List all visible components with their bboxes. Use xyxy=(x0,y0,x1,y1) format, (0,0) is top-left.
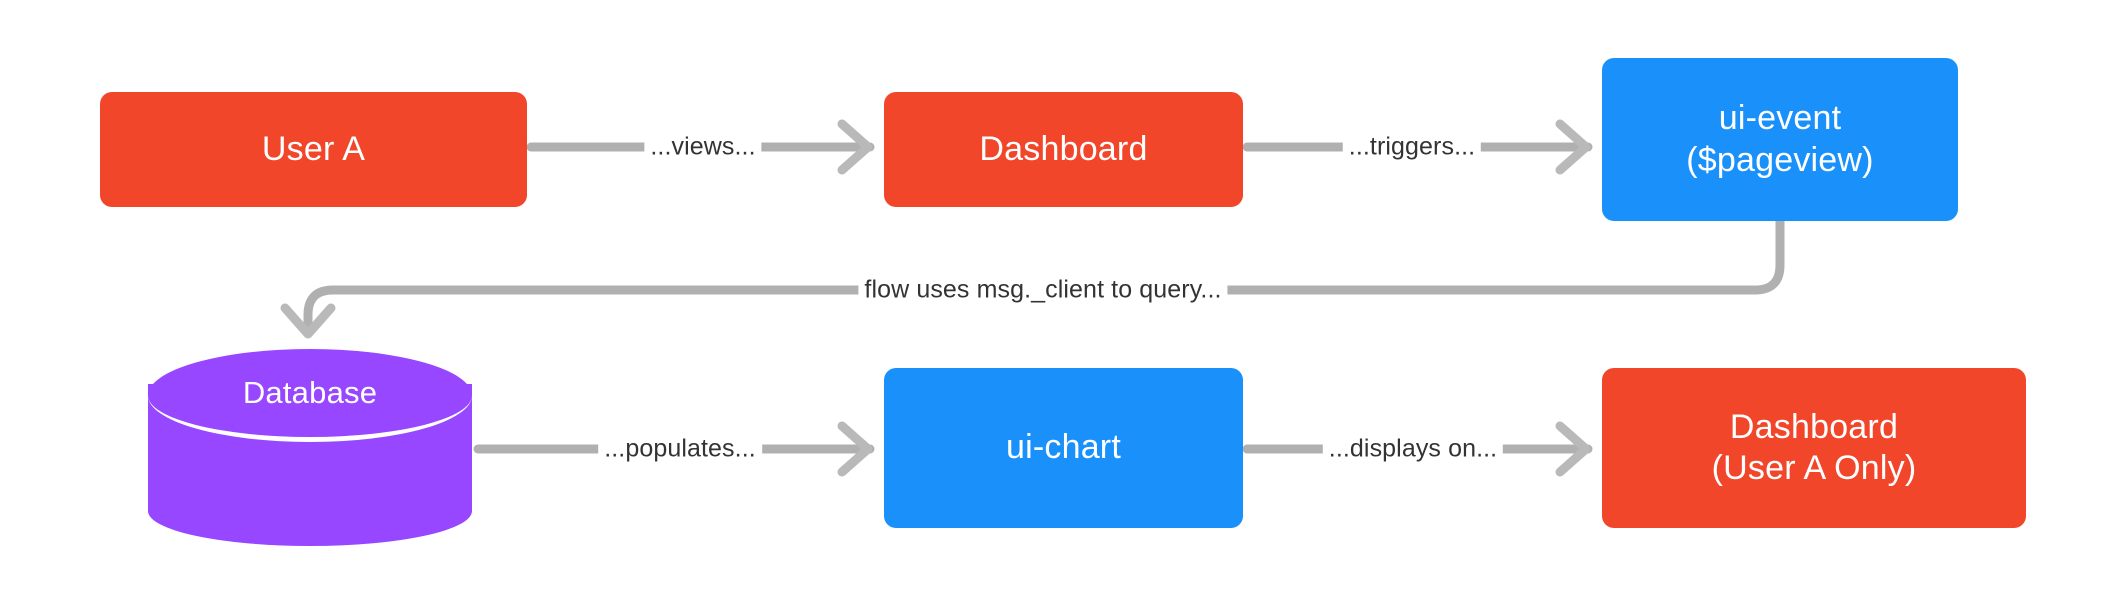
edge-label-triggers: ...triggers... xyxy=(1342,130,1482,164)
node-dashboard-bottom-sublabel: (User A Only) xyxy=(1711,449,1917,487)
edge-label-query: flow uses msg._client to query... xyxy=(858,273,1228,307)
node-dashboard-top-label: Dashboard xyxy=(979,129,1148,168)
database-cylinder-top xyxy=(148,349,472,442)
edge-displays-on-arrowhead xyxy=(1555,421,1591,477)
node-dashboard-bottom[interactable]: Dashboard (User A Only) xyxy=(1602,368,2026,528)
node-user-a-label: User A xyxy=(261,129,366,168)
edge-triggers-arrowhead xyxy=(1555,119,1591,175)
node-ui-event-sublabel: ($pageview) xyxy=(1686,140,1874,179)
node-ui-event[interactable]: ui-event ($pageview) xyxy=(1602,58,1958,221)
node-database[interactable]: Database xyxy=(148,349,472,546)
edge-label-displays-on: ...displays on... xyxy=(1322,432,1504,466)
edge-label-views: ...views... xyxy=(644,130,762,164)
edge-views-arrowhead xyxy=(837,119,873,175)
node-dashboard-bottom-label: Dashboard xyxy=(1729,407,1899,446)
node-user-a[interactable]: User A xyxy=(100,92,527,207)
node-ui-chart-label: ui-chart xyxy=(1006,428,1121,467)
node-ui-event-label: ui-event xyxy=(1718,99,1842,138)
node-ui-chart[interactable]: ui-chart xyxy=(884,368,1243,528)
node-dashboard-top[interactable]: Dashboard xyxy=(884,92,1243,207)
edge-label-populates: ...populates... xyxy=(598,432,762,466)
database-cylinder-bottom xyxy=(148,476,472,546)
node-database-label: Database xyxy=(242,375,378,410)
edge-query-arrowhead xyxy=(280,303,336,339)
edge-populates-arrowhead xyxy=(837,421,873,477)
